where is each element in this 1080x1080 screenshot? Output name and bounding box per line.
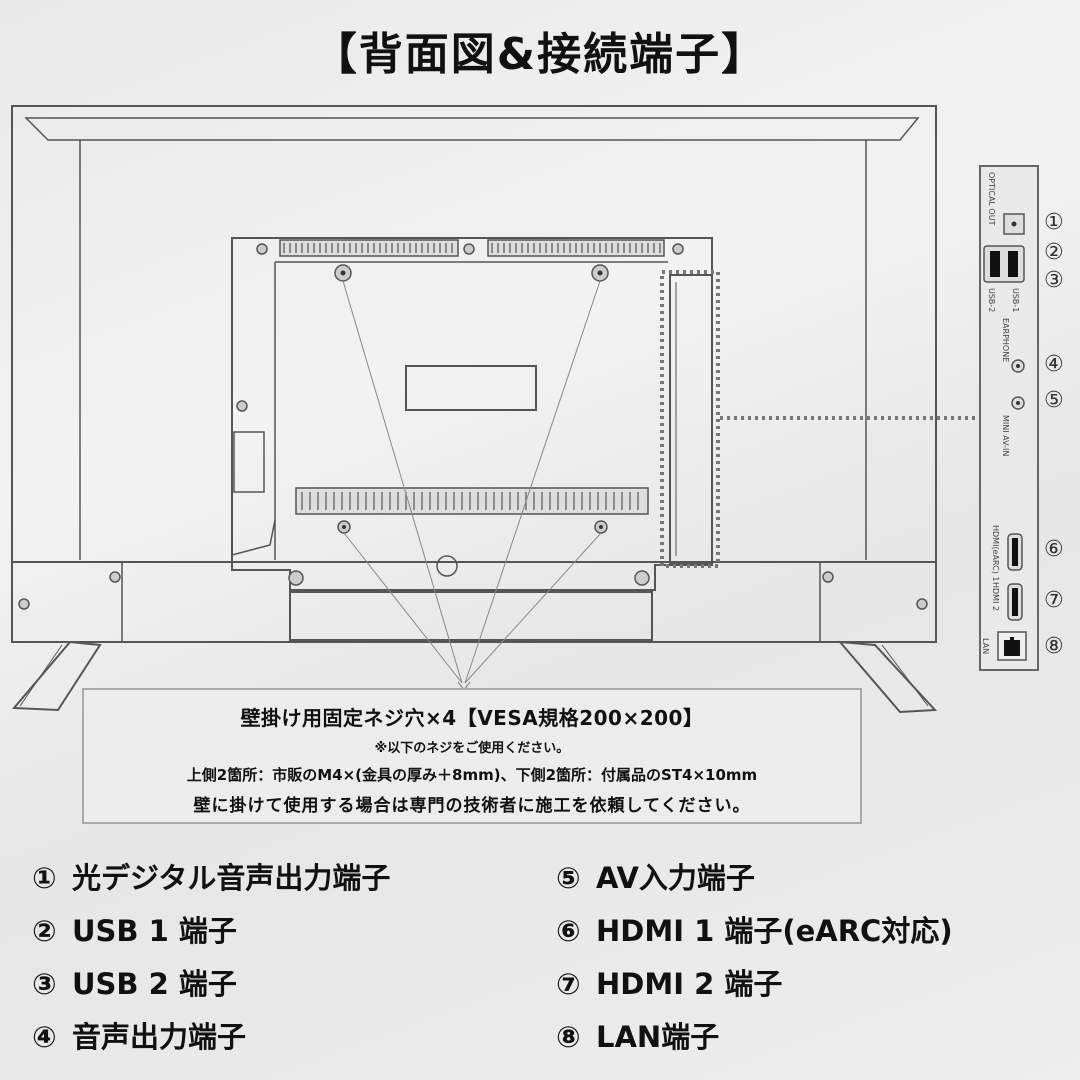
screws bbox=[18, 243, 928, 610]
legend-num: ⑥ bbox=[556, 914, 581, 948]
label-hdmi-2: HDMI 2 bbox=[991, 582, 1000, 612]
legend-label: USB 1 端子 bbox=[72, 914, 237, 948]
screw-centers bbox=[340, 270, 603, 529]
label-earphone: EARPHONE bbox=[1001, 318, 1010, 363]
connector-panel bbox=[979, 165, 1039, 671]
legend-label: AV入力端子 bbox=[596, 861, 755, 895]
port-number-4: ④ bbox=[1044, 352, 1064, 377]
vesa-pointer-lines bbox=[342, 280, 602, 684]
legend-label: 音声出力端子 bbox=[72, 1020, 247, 1054]
legend-label: USB 2 端子 bbox=[72, 967, 237, 1001]
vesa-note-box: 壁掛け用固定ネジ穴×4【VESA規格200×200】 ※以下のネジをご使用くださ… bbox=[82, 688, 862, 824]
label-hdmi-1: HDMI(eARC) 1 bbox=[991, 525, 1000, 582]
legend-num: ⑦ bbox=[556, 967, 581, 1001]
legend-num: ③ bbox=[32, 967, 57, 1001]
port-number-6: ⑥ bbox=[1044, 537, 1064, 562]
legend-item: ② USB 1 端子 bbox=[32, 905, 390, 958]
port-number-8: ⑧ bbox=[1044, 634, 1064, 659]
legend-item: ⑧ LAN端子 bbox=[556, 1011, 953, 1064]
legend-num: ① bbox=[32, 861, 57, 895]
port-number-7: ⑦ bbox=[1044, 588, 1064, 613]
legend-num: ④ bbox=[32, 1020, 57, 1054]
label-mini-av-in: MINI AV-IN bbox=[1001, 415, 1010, 457]
port-number-3: ③ bbox=[1044, 268, 1064, 293]
note-screw-instruction: ※以下のネジをご使用ください。 bbox=[374, 741, 570, 756]
page-title: 【背面図&接続端子】 bbox=[312, 29, 768, 80]
legend-item: ⑥ HDMI 1 端子(eARC対応) bbox=[556, 905, 953, 958]
legend-item: ⑦ HDMI 2 端子 bbox=[556, 958, 953, 1011]
label-lan: LAN bbox=[981, 638, 990, 655]
label-optical-out: OPTICAL OUT bbox=[987, 172, 996, 226]
port-number-1: ① bbox=[1044, 210, 1064, 235]
note-vesa-heading: 壁掛け用固定ネジ穴×4【VESA規格200×200】 bbox=[240, 706, 704, 730]
vent-grilles bbox=[279, 239, 665, 515]
legend-item: ③ USB 2 端子 bbox=[32, 958, 390, 1011]
port-number-2: ② bbox=[1044, 240, 1064, 265]
legend-item: ⑤ AV入力端子 bbox=[556, 852, 953, 905]
legend-label: LAN端子 bbox=[596, 1020, 720, 1054]
legend-num: ⑤ bbox=[556, 861, 581, 895]
legend-label: HDMI 1 端子(eARC対応) bbox=[596, 914, 953, 948]
terminal-highlight bbox=[660, 270, 975, 568]
tv-stands bbox=[11, 640, 938, 714]
legend-label: 光デジタル音声出力端子 bbox=[72, 861, 391, 895]
legend-num: ⑧ bbox=[556, 1020, 581, 1054]
label-usb-2: USB-2 bbox=[987, 288, 996, 313]
note-screw-spec: 上側2箇所：市販のM4×(金具の厚み＋8mm)、下側2箇所：付属品のST4×10… bbox=[186, 766, 758, 784]
note-installation-warning: 壁に掛けて使用する場合は専門の技術者に施工を依頼してください。 bbox=[193, 796, 751, 816]
label-usb-1: USB-1 bbox=[1011, 288, 1020, 313]
legend-label: HDMI 2 端子 bbox=[596, 967, 783, 1001]
port-number-5: ⑤ bbox=[1044, 388, 1064, 413]
legend-left: ① 光デジタル音声出力端子 ② USB 1 端子 ③ USB 2 端子 ④ 音声出力端子 bbox=[32, 852, 390, 1064]
legend-num: ② bbox=[32, 914, 57, 948]
legend-item: ④ 音声出力端子 bbox=[32, 1011, 390, 1064]
legend-item: ① 光デジタル音声出力端子 bbox=[32, 852, 390, 905]
